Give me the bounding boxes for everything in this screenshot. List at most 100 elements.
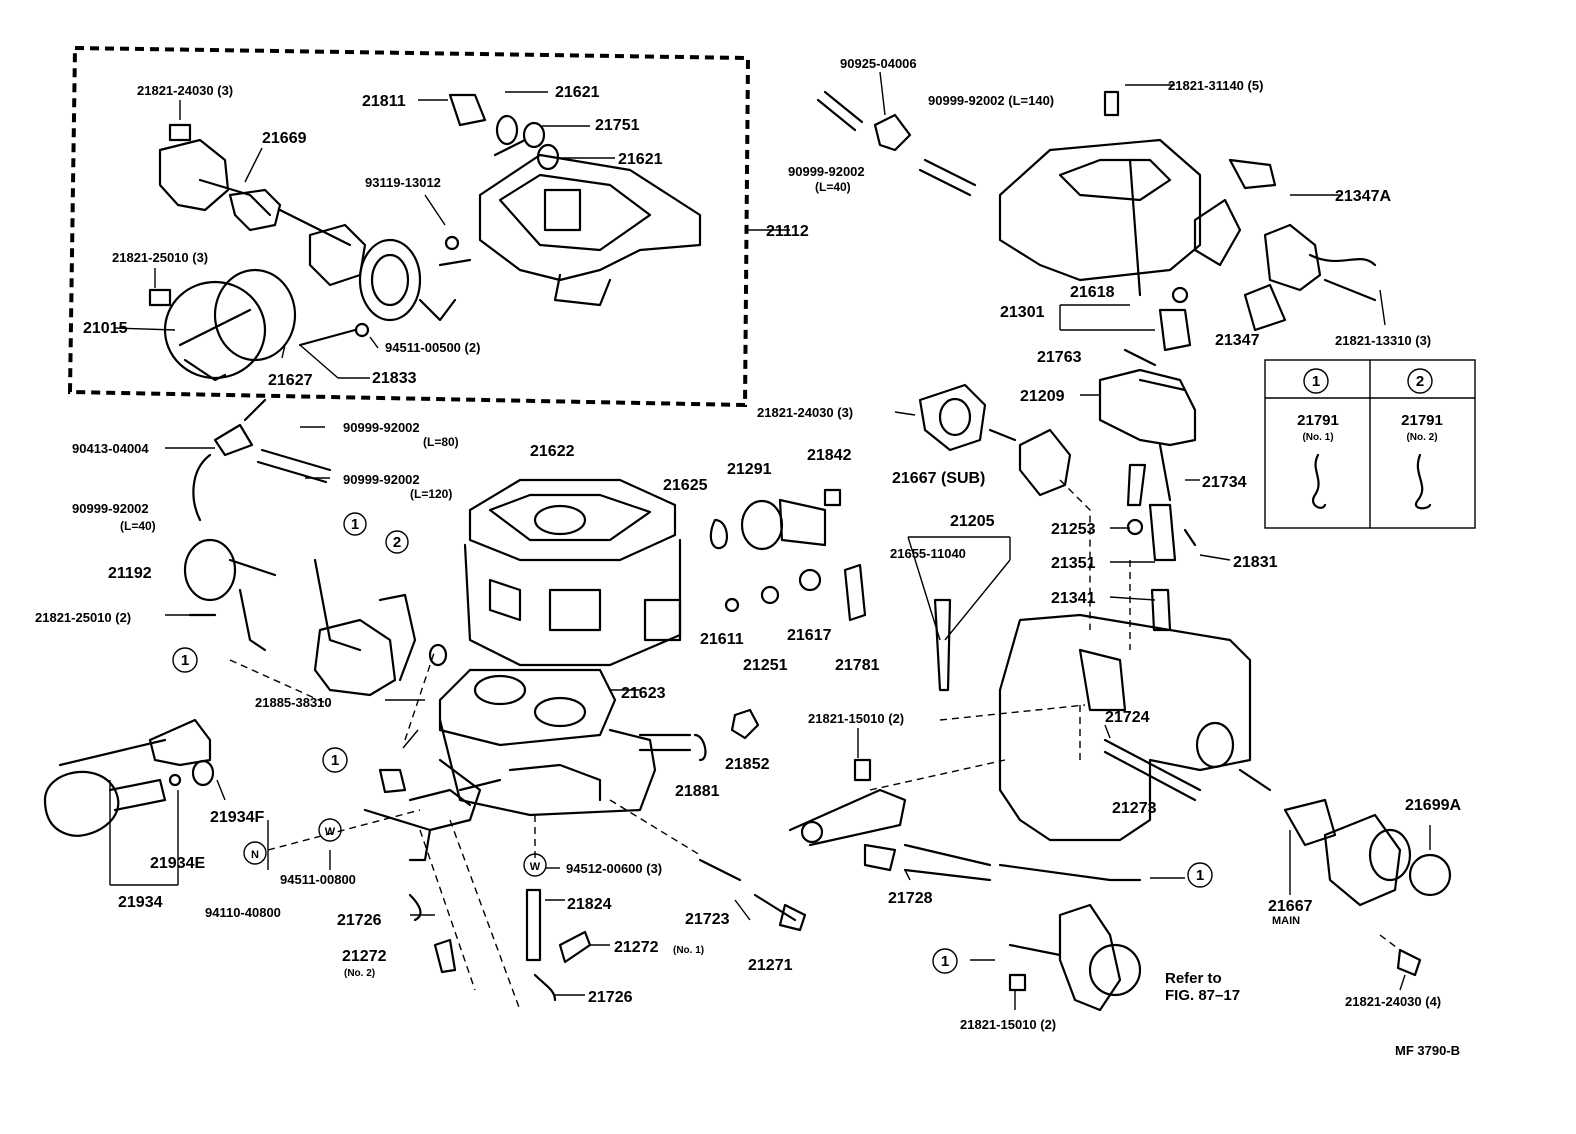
marker-1: 1 bbox=[172, 647, 198, 673]
part-label-l71: 21726 bbox=[337, 912, 382, 929]
part-label-l17: 90999-92002 bbox=[788, 164, 865, 179]
marker-1-text: 1 bbox=[1196, 867, 1204, 884]
marker-1-text: 1 bbox=[331, 752, 339, 769]
refer-note-line1: Refer to bbox=[1165, 970, 1222, 987]
part-label-l43: 21831 bbox=[1233, 554, 1278, 571]
part-label-l74: 21271 bbox=[748, 957, 793, 974]
part-label-l48: 21611 bbox=[700, 631, 744, 648]
washer-symbol: W bbox=[523, 853, 547, 877]
part-label-l67: 94110-40800 bbox=[205, 905, 281, 920]
phantom-lines bbox=[229, 479, 1401, 1011]
part-label-l54: 21821-15010 (2) bbox=[808, 711, 904, 726]
washer-symbol: W bbox=[318, 818, 342, 842]
callout-markers: 1 2 1 1 1 1 1 2W W N bbox=[172, 368, 1433, 974]
assembly-outline bbox=[67, 45, 751, 408]
part-label-l09: 21821-25010 (3) bbox=[112, 250, 208, 265]
key-marker-2-text: 2 bbox=[1416, 373, 1424, 390]
part-label-l50: 21251 bbox=[743, 657, 788, 674]
carburetor-body-top bbox=[438, 93, 702, 307]
part-label-l02: 21669 bbox=[262, 130, 307, 147]
part-label-l44: 21192 bbox=[108, 565, 152, 582]
part-label-l11: 94511-00500 (2) bbox=[385, 340, 480, 355]
part-label-l47: 21821-25010 (2) bbox=[35, 610, 131, 625]
part-label-l42: 21253 bbox=[1051, 521, 1096, 538]
fuel-cut-solenoid bbox=[43, 718, 215, 837]
washer-symbol-circle bbox=[523, 853, 547, 877]
marker-2: 2 bbox=[385, 530, 409, 554]
marker-1-text: 1 bbox=[181, 652, 189, 669]
part-label-l55: 21724 bbox=[1105, 709, 1150, 726]
key-marker-2-circle bbox=[1407, 368, 1433, 394]
part-label-l46: 21341 bbox=[1051, 590, 1096, 607]
nut-symbol-text: N bbox=[251, 849, 259, 861]
carburetor-main-body bbox=[463, 478, 867, 667]
part-label-l76: (No. 2) bbox=[344, 968, 375, 979]
key-col1-sub: (No. 1) bbox=[1302, 432, 1333, 443]
part-label-l20: 21618 bbox=[1070, 284, 1115, 301]
part-label-l06: 21621 bbox=[618, 151, 663, 168]
marker-1: 1 bbox=[932, 948, 958, 974]
part-label-l21: 21301 bbox=[1000, 304, 1045, 321]
part-label-l60: 21699A bbox=[1405, 797, 1461, 814]
part-label-l13: 21833 bbox=[372, 370, 417, 387]
part-label-l66: 21934 bbox=[118, 894, 163, 911]
part-label-l73: (No. 1) bbox=[673, 945, 704, 956]
part-label-l25: 21209 bbox=[1020, 388, 1065, 405]
marker-2-text: 2 bbox=[393, 534, 401, 551]
part-label-l45: 21351 bbox=[1051, 555, 1096, 572]
part-label-l30: 90999-92002 bbox=[343, 472, 420, 487]
marker-1-circle bbox=[932, 948, 958, 974]
part-label-l29: 90413-04004 bbox=[72, 441, 149, 456]
marker-1-text: 1 bbox=[351, 516, 359, 533]
part-label-l36: 21842 bbox=[807, 447, 852, 464]
throttle-body bbox=[363, 668, 760, 862]
key-marker-1-text: 1 bbox=[1312, 373, 1320, 390]
part-label-l39: 21734 bbox=[1202, 474, 1247, 491]
part-label-l19: 21347A bbox=[1335, 188, 1391, 205]
part-label-l53: 21885-38310 bbox=[255, 695, 332, 710]
part-label-l28: (L=80) bbox=[423, 435, 459, 449]
washer-symbol-circle bbox=[318, 818, 342, 842]
part-label-l10: 21015 bbox=[83, 320, 128, 337]
part-label-l64: 21667 bbox=[1268, 898, 1313, 915]
part-label-l59: 21273 bbox=[1112, 800, 1157, 817]
marker-1-circle bbox=[322, 747, 348, 773]
part-label-l65: MAIN bbox=[1272, 915, 1300, 927]
nut-symbol: N bbox=[243, 841, 267, 865]
part-label-l62: 94512-00600 (3) bbox=[566, 861, 662, 876]
air-horn-assembly bbox=[816, 90, 1377, 447]
part-label-l08: 21112 bbox=[766, 223, 809, 240]
washer-symbol-text: W bbox=[325, 826, 336, 838]
part-label-l68: 21824 bbox=[567, 896, 612, 913]
part-label-l31: (L=120) bbox=[410, 487, 452, 501]
part-label-l52: 21623 bbox=[621, 685, 666, 702]
part-label-l15: 90999-92002 (L=140) bbox=[928, 93, 1054, 108]
part-label-l75: 21272 bbox=[342, 948, 387, 965]
part-label-l63: 21934E bbox=[150, 855, 205, 872]
part-label-l32: 90999-92002 bbox=[72, 501, 149, 516]
part-label-l12: 21627 bbox=[268, 372, 313, 389]
washer-symbol-text: W bbox=[530, 861, 541, 873]
part-label-l70: 21728 bbox=[888, 890, 933, 907]
part-label-l56: 21852 bbox=[725, 756, 770, 773]
part-label-l18: (L=40) bbox=[815, 180, 851, 194]
part-label-l26: 21821-24030 (3) bbox=[757, 405, 853, 420]
part-label-l04: 21621 bbox=[555, 84, 600, 101]
part-label-l78: 21821-15010 (2) bbox=[960, 1017, 1056, 1032]
figure-code: MF 3790-B bbox=[1395, 1043, 1460, 1058]
marker-1-text: 1 bbox=[941, 953, 949, 970]
marker-2-circle bbox=[385, 530, 409, 554]
key-marker-1-circle bbox=[1303, 368, 1329, 394]
part-label-l14: 90925-04006 bbox=[840, 56, 917, 71]
key-col2-part: 21791 bbox=[1401, 412, 1443, 429]
part-label-l72: 21272 bbox=[614, 939, 659, 956]
key-marker-2: 2 bbox=[1407, 368, 1433, 394]
key-marker-1: 1 bbox=[1303, 368, 1329, 394]
part-label-l23: 21821-13310 (3) bbox=[1335, 333, 1431, 348]
part-label-l49: 21617 bbox=[787, 627, 832, 644]
part-label-l07: 93119-13012 bbox=[365, 175, 441, 190]
marker-1-circle bbox=[343, 512, 367, 536]
part-label-l27: 90999-92002 bbox=[343, 420, 420, 435]
